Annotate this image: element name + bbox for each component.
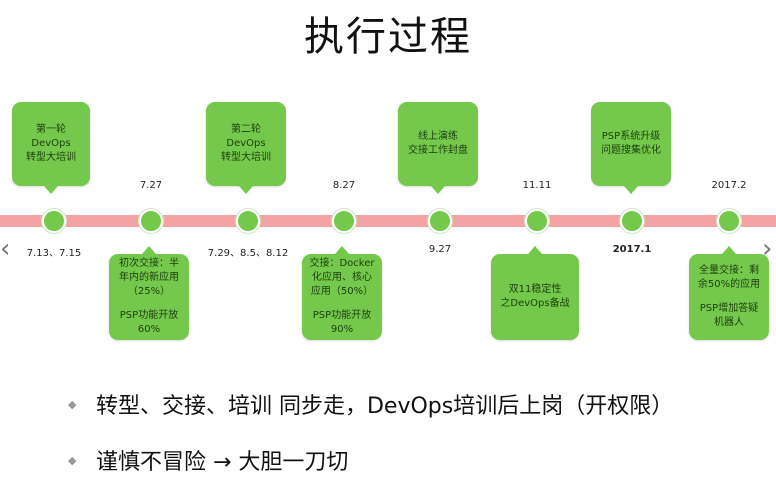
box-line: 全量交接：剩 [699, 265, 759, 276]
milestone-box-2: 初次交接：半 年内的新应用 （25%） PSP功能开放 60% [109, 246, 189, 340]
box-line: 转型大培训 [26, 152, 76, 163]
timeline-node-3 [236, 209, 260, 233]
box-line: 应用（50%） [310, 286, 374, 297]
timeline-track [0, 209, 776, 233]
date-label-bottom: 9.27 [428, 244, 452, 255]
bullet-item-2: ◆ 谨慎不冒险 → 大胆一刀切 [68, 444, 348, 476]
date-label-top: 8.27 [332, 180, 356, 191]
timeline-node-7 [620, 209, 644, 233]
box-line: PSP系统升级 [601, 131, 661, 142]
timeline-node-1 [42, 209, 66, 233]
box-line: 余50%的应用 [697, 279, 761, 290]
bullet-item-1: ◆ 转型、交接、培训 同步走，DevOps培训后上岗（开权限） [68, 388, 673, 420]
timeline-node-6 [525, 209, 549, 233]
box-line: PSP功能开放 [119, 310, 179, 321]
page-title: 执行过程 [304, 14, 472, 60]
box-line: 之DevOps备战 [500, 298, 570, 309]
date-label-top: 11.11 [522, 180, 552, 191]
box-line: PSP功能开放 [312, 310, 372, 321]
date-label-bottom: 2017.1 [612, 244, 652, 255]
milestone-box-3: 第二轮 DevOps 转型大培训 [206, 102, 286, 194]
box-line: 问题搜集优化 [601, 145, 661, 156]
box-line: 60% [137, 324, 161, 335]
milestone-box-6: 双11稳定性 之DevOps备战 [491, 246, 579, 340]
milestone-box-1: 第一轮 DevOps 转型大培训 [12, 102, 90, 194]
timeline-node-5 [428, 209, 452, 233]
box-line: 线上演练 [418, 131, 458, 142]
box-line: 交接工作封盘 [408, 145, 468, 156]
timeline-bar [0, 215, 776, 227]
box-line: 年内的新应用 [119, 272, 179, 283]
bullet-icon: ◆ [68, 397, 77, 411]
box-line: DevOps [226, 138, 266, 149]
timeline-node-8 [717, 209, 741, 233]
timeline-node-2 [139, 209, 163, 233]
next-arrow-icon[interactable]: › [762, 234, 773, 264]
milestone-box-4: 交接：Docker 化应用、核心 应用（50%） PSP功能开放 90% [302, 246, 382, 340]
date-label-bottom: 7.29、8.5、8.12 [207, 248, 289, 259]
date-label-bottom: 7.13、7.15 [26, 248, 82, 259]
date-label-top: 2017.2 [711, 180, 747, 191]
box-line: 第二轮 [231, 124, 261, 135]
bullet-icon: ◆ [68, 453, 77, 467]
box-line: 机器人 [714, 317, 744, 328]
box-line: 第一轮 [36, 124, 66, 135]
timeline-node-4 [332, 209, 356, 233]
prev-arrow-icon[interactable]: ‹ [0, 234, 11, 264]
milestone-box-8: 全量交接：剩 余50%的应用 PSP增加答疑 机器人 [689, 246, 769, 340]
box-line: 双11稳定性 [508, 284, 562, 295]
box-line: 化应用、核心 [312, 272, 372, 283]
milestone-box-7: PSP系统升级 问题搜集优化 [591, 102, 671, 194]
box-line: 初次交接：半 [119, 258, 179, 269]
box-line: 90% [330, 324, 354, 335]
box-line: （25%） [127, 286, 171, 297]
date-label-top: 7.27 [139, 180, 163, 191]
bullet-text: 转型、交接、培训 同步走，DevOps培训后上岗（开权限） [96, 394, 674, 419]
box-line: DevOps [31, 138, 71, 149]
bullet-text: 谨慎不冒险 → 大胆一刀切 [96, 450, 349, 475]
box-line: PSP增加答疑 [699, 303, 759, 314]
box-line: 转型大培训 [221, 152, 271, 163]
box-line: 交接：Docker [309, 258, 375, 269]
milestone-box-5: 线上演练 交接工作封盘 [398, 102, 478, 194]
